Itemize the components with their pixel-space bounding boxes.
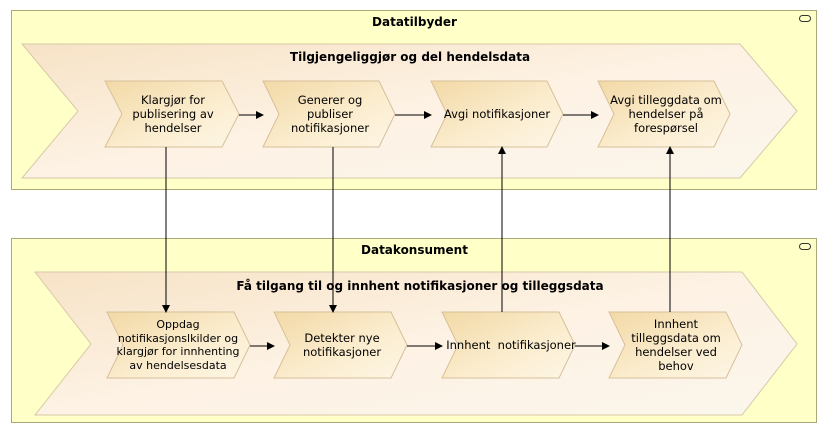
consumer-lane-title: Datakonsument — [361, 243, 468, 257]
provider-step-2-shape — [262, 80, 396, 148]
business-role-icon — [799, 243, 811, 250]
consumer-step-2-shape — [273, 311, 408, 379]
provider-group-title: Tilgjengeliggjør og del hendelsdata — [289, 50, 531, 64]
provider-step-4-label: Avgi tilleggdata om hendelser på forespø… — [610, 93, 722, 135]
consumer-step-3-shape — [441, 311, 576, 379]
consumer-step-1-shape — [106, 311, 251, 379]
consumer-group-title: Få tilgang til og innhent notifikasjoner… — [236, 279, 604, 293]
consumer-step-2-label: Detekter nye notifikasjoner — [302, 331, 382, 359]
consumer-step-3-label: Innhent notifikasjoner — [446, 338, 576, 352]
business-role-icon — [799, 15, 811, 22]
provider-step-1-shape — [104, 80, 240, 148]
provider-step-4-shape — [597, 80, 731, 148]
provider-step-2-label: Generer og publiser notifikasjoner — [290, 93, 370, 135]
consumer-step-4-shape — [608, 311, 743, 379]
provider-step-3-shape — [430, 80, 564, 148]
provider-step-3-label: Avgi notifikasjoner — [443, 107, 551, 121]
provider-lane-title: Datatilbyder — [372, 15, 457, 29]
consumer-step-1-label: Oppdag notifikasjonslkilder og klargjør … — [116, 318, 240, 372]
consumer-step-4-label: Innhent tilleggsdata om hendelser ved be… — [631, 317, 721, 373]
provider-step-1-label: Klargjør for publisering av hendelser — [132, 93, 214, 135]
consumer-group-chevron — [33, 271, 798, 416]
